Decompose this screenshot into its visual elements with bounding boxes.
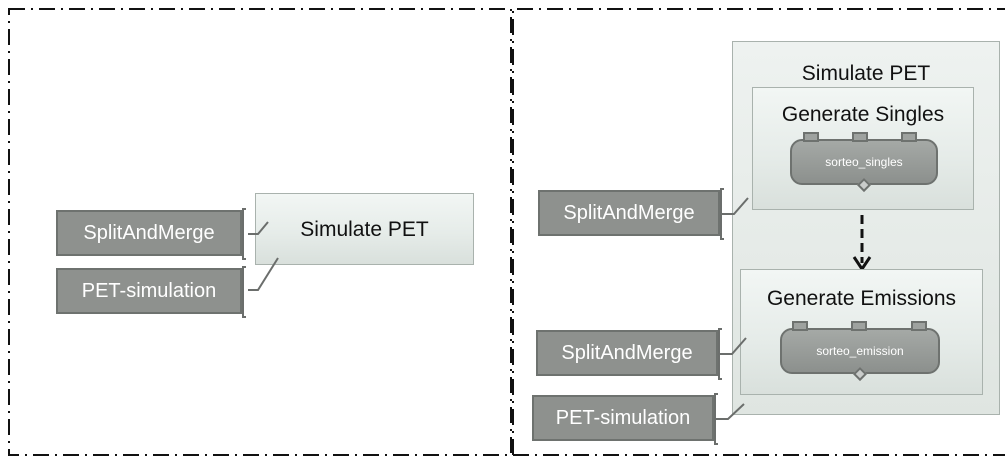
input-port (852, 132, 868, 142)
connector-lines (248, 221, 279, 291)
tag-bracket (242, 208, 246, 260)
simulate-pet-box: Simulate PET (255, 193, 474, 265)
tag-bracket (242, 266, 246, 318)
split-and-merge-tag-emissions: SplitAndMerge (536, 330, 718, 376)
dependency-arrow (852, 215, 872, 272)
pet-simulation-tag: PET-simulation (532, 395, 714, 441)
right-panel: Simulate PET Generate Singles sorteo_sin… (512, 8, 1006, 456)
split-and-merge-tag-singles: SplitAndMerge (538, 190, 720, 236)
right-panel-border (512, 8, 1005, 456)
left-panel: Simulate PET SplitAndMerge PET-simulatio… (8, 8, 512, 456)
split-and-merge-tag: SplitAndMerge (56, 210, 242, 256)
input-port (851, 321, 867, 331)
input-port (901, 132, 917, 142)
pet-simulation-tag: PET-simulation (56, 268, 242, 314)
input-port (911, 321, 927, 331)
simulate-pet-title: Simulate PET (300, 218, 429, 241)
generate-emissions-title: Generate Emissions (766, 287, 957, 310)
generate-singles-title: Generate Singles (781, 103, 945, 126)
tag-bracket (718, 328, 722, 380)
input-port (792, 321, 808, 331)
tag-bracket (720, 188, 724, 240)
connector-lines (716, 197, 749, 420)
input-port (803, 132, 819, 142)
simulate-pet-title: Simulate PET (801, 62, 931, 85)
tag-bracket (714, 393, 718, 445)
left-panel-border (8, 8, 512, 456)
sorteo-singles-component[interactable]: sorteo_singles (790, 139, 938, 185)
